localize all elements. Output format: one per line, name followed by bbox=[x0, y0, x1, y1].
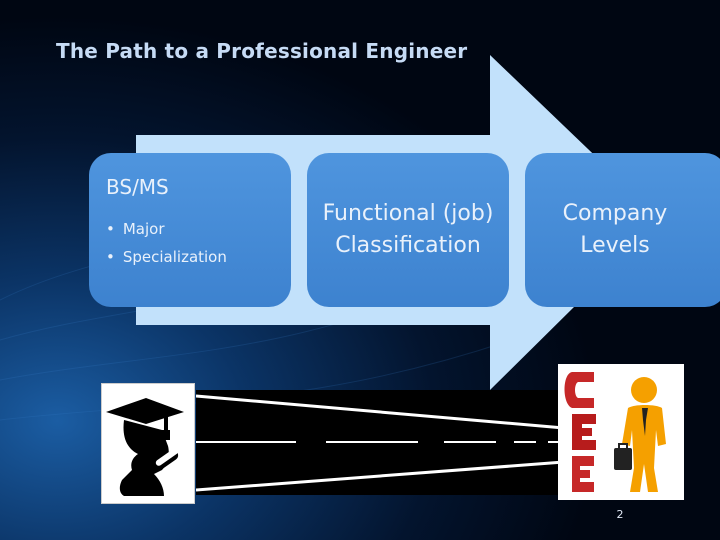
step-heading: BS/MS bbox=[106, 175, 169, 199]
bullet-item: Major bbox=[106, 215, 227, 243]
step-text: Functional (job) Classification bbox=[322, 201, 494, 258]
slide-title: The Path to a Professional Engineer bbox=[56, 39, 468, 63]
step-bullet-list: Major Specialization bbox=[106, 215, 227, 271]
slide-number: 2 bbox=[616, 508, 624, 521]
step-text: Company Levels bbox=[562, 201, 668, 258]
step-box-company-levels: Company Levels bbox=[525, 153, 720, 307]
bullet-item: Specialization bbox=[106, 243, 227, 271]
ceo-figure-icon bbox=[558, 364, 684, 500]
graduate-silhouette-icon bbox=[101, 383, 195, 504]
step-box-classification: Functional (job) Classification bbox=[307, 153, 509, 307]
road-icon bbox=[195, 390, 565, 495]
step-box-degree: BS/MS Major Specialization bbox=[89, 153, 291, 307]
